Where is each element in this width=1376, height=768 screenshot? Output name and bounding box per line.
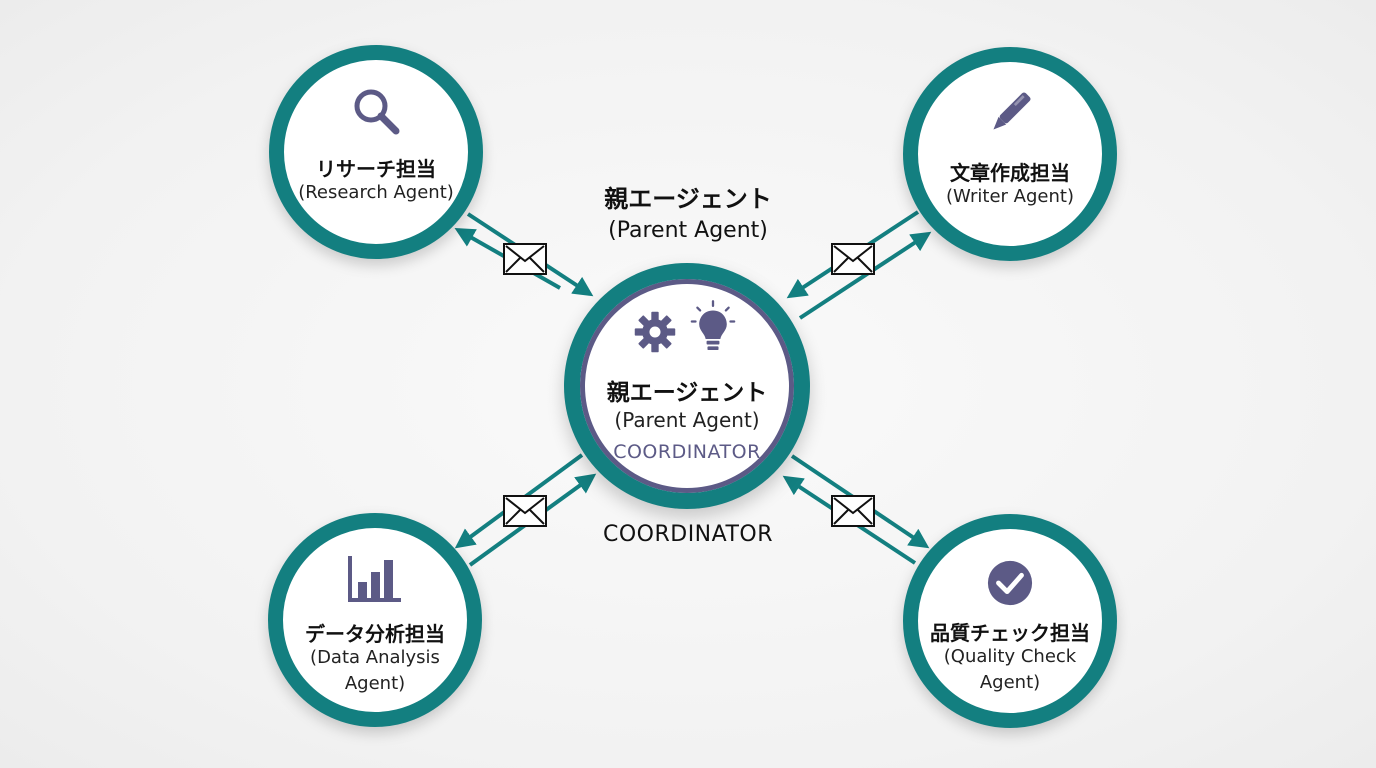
quality-check-agent-node[interactable]: 品質チェック担当 (Quality Check Agent) xyxy=(903,514,1117,728)
data-analysis-agent-node[interactable]: データ分析担当 (Data Analysis Agent) xyxy=(268,513,482,727)
header-label-jp: 親エージェント xyxy=(604,185,772,213)
research-agent-node[interactable]: リサーチ担当 (Research Agent) xyxy=(269,45,483,259)
arrow-to-writer xyxy=(798,231,932,320)
envelope-icon xyxy=(503,243,547,275)
magnifier-icon xyxy=(354,89,400,135)
footer-label: COORDINATOR xyxy=(602,522,774,547)
envelope-icon xyxy=(831,243,875,275)
parent-agent-role: COORDINATOR xyxy=(613,441,761,463)
quality-check-agent-title: 品質チェック担当 xyxy=(930,621,1090,645)
writer-agent-node[interactable]: 文章作成担当 (Writer Agent) xyxy=(903,47,1117,261)
data-analysis-agent-title: データ分析担当 xyxy=(305,622,445,646)
pen-icon xyxy=(993,92,1031,130)
writer-agent-subtitle: (Writer Agent) xyxy=(946,186,1074,207)
research-agent-title: リサーチ担当 xyxy=(316,157,436,181)
parent-agent-title: 親エージェント xyxy=(606,380,768,406)
data-analysis-agent-subtitle: (Data Analysis Agent) xyxy=(310,647,440,694)
gear-icon xyxy=(634,311,676,353)
header-label: 親エージェント (Parent Agent) xyxy=(580,182,796,246)
writer-agent-title: 文章作成担当 xyxy=(950,161,1070,185)
lightbulb-icon xyxy=(690,300,736,350)
bar-chart-icon xyxy=(348,556,401,602)
research-agent-subtitle: (Research Agent) xyxy=(298,182,454,203)
parent-agent-node[interactable]: 親エージェント (Parent Agent) COORDINATOR xyxy=(564,263,810,509)
parent-agent-subtitle: (Parent Agent) xyxy=(614,408,760,432)
header-label-en: (Parent Agent) xyxy=(608,218,768,243)
envelope-icon xyxy=(503,495,547,527)
quality-check-agent-subtitle: (Quality Check Agent) xyxy=(943,646,1077,693)
check-circle-icon xyxy=(987,560,1033,606)
envelope-icon xyxy=(831,495,875,527)
